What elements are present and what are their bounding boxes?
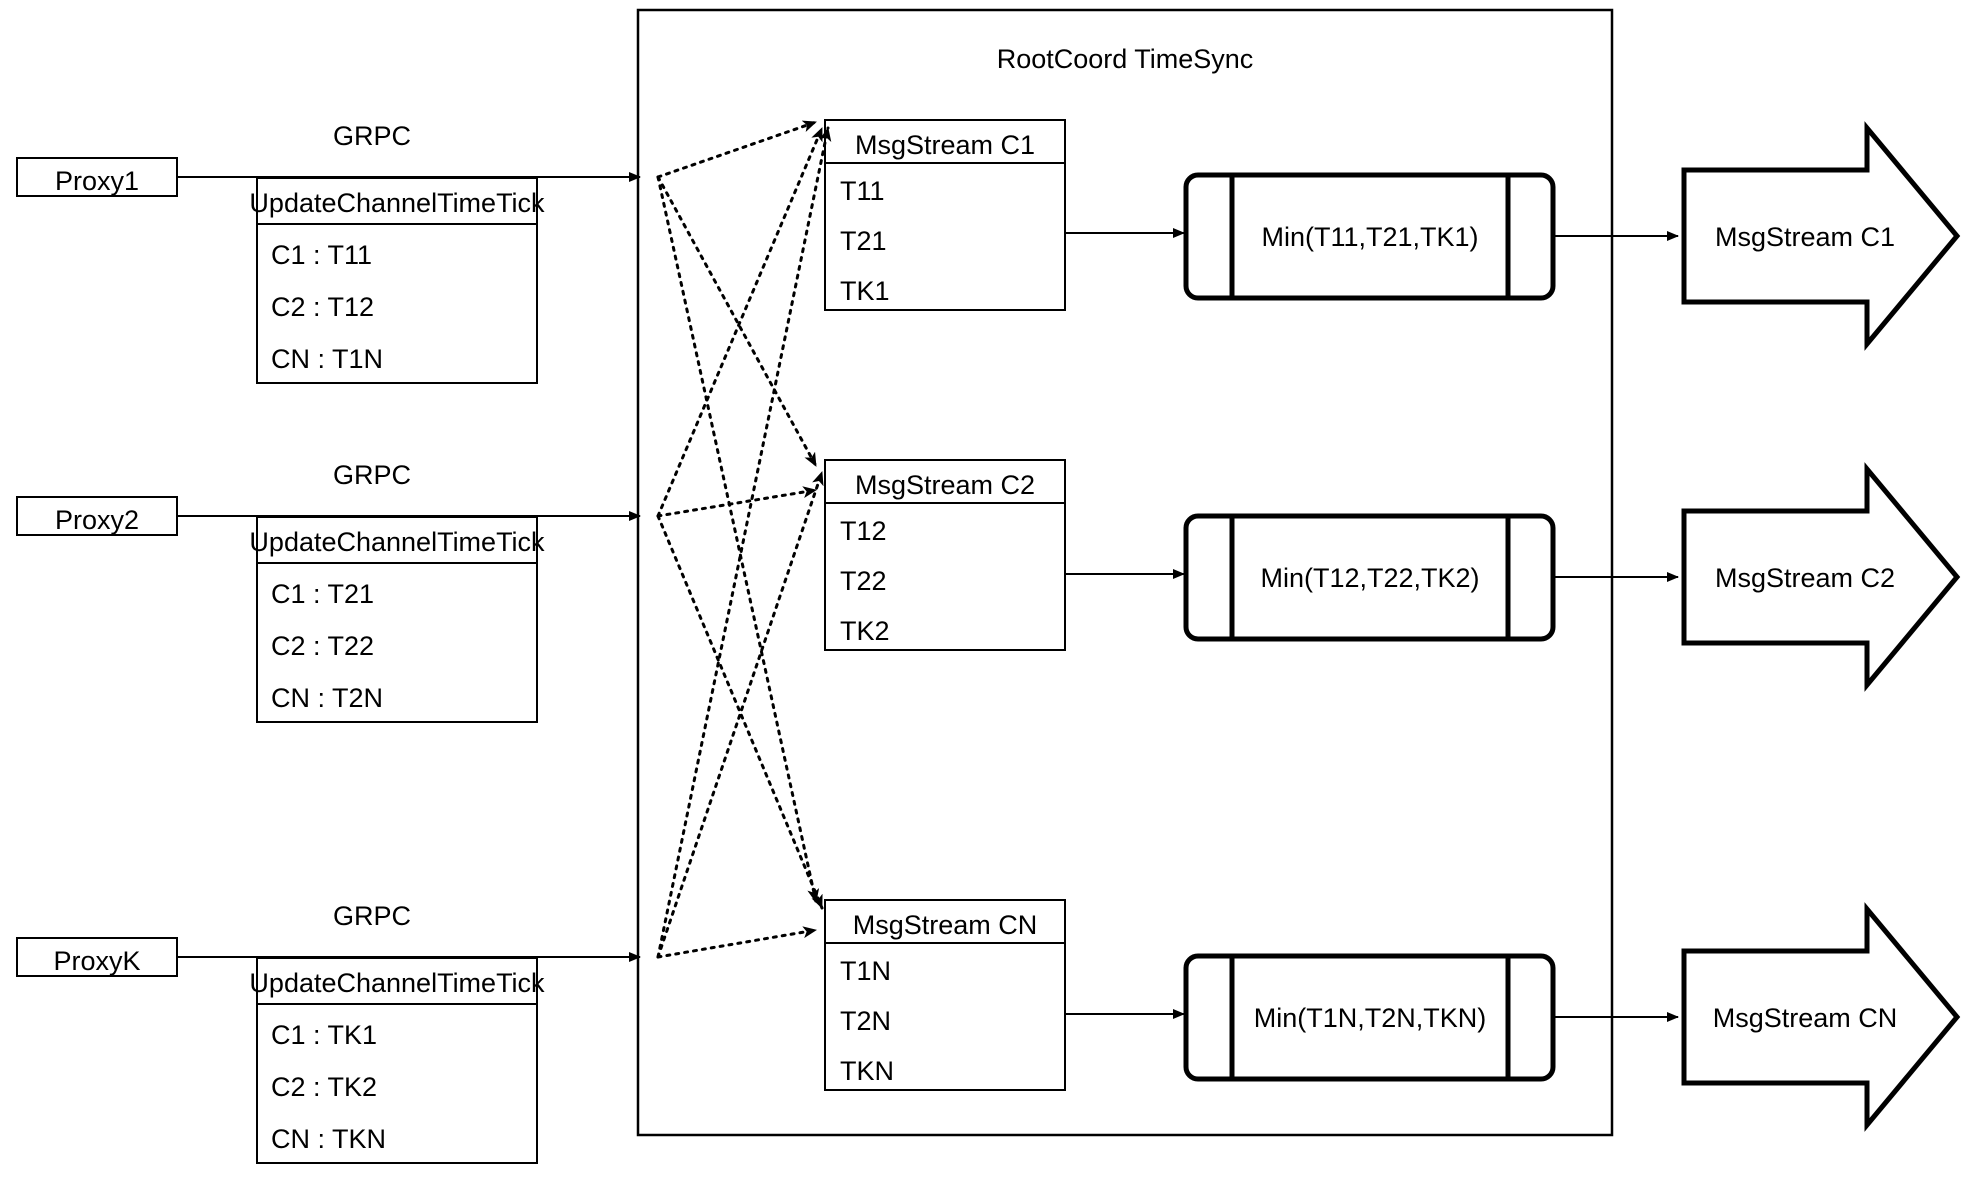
update-channel-timetick-box-2 [256,516,538,723]
dispatch-edge-pk-c2 [656,470,824,959]
min-process-shape-3 [1183,953,1556,1082]
msgstream-box-2 [824,459,1066,651]
dispatch-edge-p1-c1 [656,120,818,179]
timetick-dispatch-edges [656,120,832,959]
dispatch-edge-p2-c2 [656,486,818,518]
msgstream-box-1 [824,119,1066,311]
proxy-box-1[interactable] [16,157,178,197]
dispatch-edge-pk-c1 [656,126,832,959]
output-block-arrow-3 [1681,902,1961,1132]
dispatch-edge-p2-c1 [656,126,824,518]
proxy-box-3[interactable] [16,937,178,977]
min-process-shape-2 [1183,513,1556,642]
dispatch-edge-p1-cn [656,175,820,904]
proxy-box-2[interactable] [16,496,178,536]
dispatch-edge-p2-cn [656,514,824,910]
update-channel-timetick-box-1 [256,177,538,384]
output-block-arrow-1 [1681,121,1961,351]
output-block-arrow-2 [1681,462,1961,692]
dispatch-edge-pk-cn [656,926,818,959]
msgstream-box-3 [824,899,1066,1091]
dispatch-edge-p1-c2 [656,175,818,468]
min-process-shape-1 [1183,172,1556,301]
update-channel-timetick-box-3 [256,957,538,1164]
